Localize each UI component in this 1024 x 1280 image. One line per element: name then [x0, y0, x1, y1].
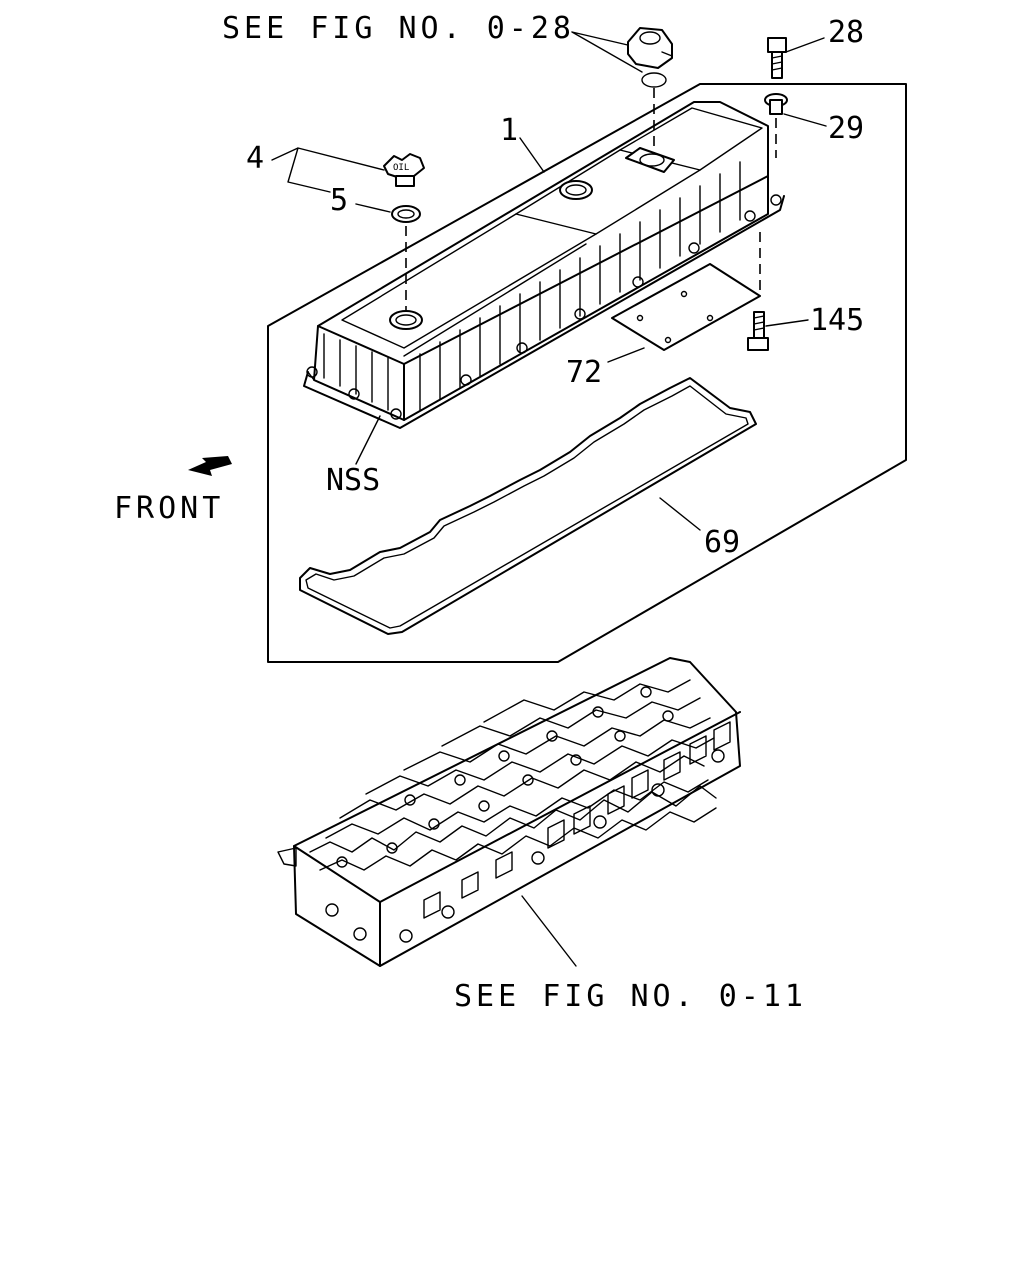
oil-filler-cap-4[interactable]: OIL — [383, 153, 425, 187]
cylinder-head[interactable] — [277, 657, 741, 967]
leader-4 — [271, 147, 385, 193]
callout-69: 69 — [704, 525, 740, 560]
leader-29 — [783, 113, 827, 127]
svg-text:OIL: OIL — [393, 163, 409, 173]
bolt-28[interactable] — [767, 37, 787, 79]
leader-5 — [355, 203, 391, 213]
front-direction-label: FRONT — [114, 491, 224, 526]
seal-ring-5[interactable] — [391, 205, 421, 223]
leader-nss — [355, 415, 381, 465]
leader-28 — [785, 37, 825, 53]
callout-29: 29 — [828, 111, 864, 146]
breather-valve[interactable] — [627, 27, 673, 88]
reference-fig-0-11[interactable]: SEE FIG NO. 0-11 — [454, 979, 807, 1014]
bolt-145[interactable] — [747, 311, 769, 351]
callout-145: 145 — [810, 303, 864, 338]
callout-28: 28 — [828, 15, 864, 50]
callout-1: 1 — [500, 113, 518, 148]
callout-5: 5 — [330, 183, 348, 218]
grommet-29[interactable] — [764, 93, 788, 115]
leader-1 — [519, 137, 545, 173]
callout-4: 4 — [246, 141, 264, 176]
cylinder-head-cover[interactable] — [303, 101, 785, 429]
leader-72 — [607, 347, 645, 363]
callout-nss: NSS — [326, 463, 380, 498]
leader-69 — [659, 497, 701, 531]
callout-72: 72 — [566, 355, 602, 390]
front-arrow-icon — [188, 456, 232, 476]
assembly-boundary — [267, 83, 907, 663]
leader-reference-bottom — [521, 895, 577, 967]
plate-72[interactable] — [611, 263, 761, 351]
reference-top-leader — [571, 31, 643, 73]
leader-145 — [765, 319, 809, 327]
gasket-69[interactable] — [299, 377, 757, 635]
reference-fig-0-28[interactable]: SEE FIG NO. 0-28 — [222, 11, 575, 46]
